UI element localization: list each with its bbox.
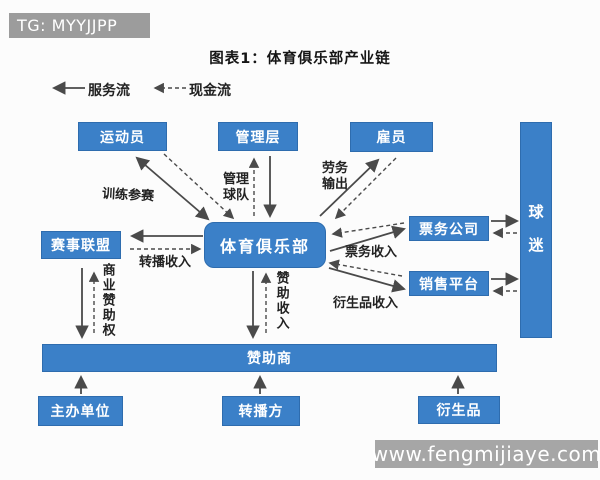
label-training-compete: 训练参赛: [101, 186, 155, 205]
edge-employee-club-cash: [334, 157, 397, 220]
site-watermark: www.fengmijiaye.com: [371, 440, 600, 468]
tg-badge: TG: MYYJJPP: [9, 13, 150, 38]
edge-club-ticketing-service: [329, 225, 406, 252]
label-manage-team: 管理球队: [222, 172, 249, 203]
label-broadcast-income: 转播收入: [139, 255, 192, 270]
node-sales-platform: 销售平台: [409, 271, 489, 296]
label-derivative-income: 衍生品收入: [333, 296, 399, 311]
node-club: 体育俱乐部: [204, 222, 326, 268]
node-management: 管理层: [218, 122, 298, 151]
label-commercial-sponsor-rights: 商业赞助权: [99, 263, 115, 338]
node-sponsor: 赞助商: [42, 344, 497, 372]
node-fans: 球迷: [520, 122, 552, 338]
label-ticket-income: 票务收入: [345, 245, 398, 260]
legend-cash-flow-label: 现金流: [189, 83, 231, 99]
label-sponsor-income: 赞助收入: [273, 271, 289, 331]
edge-ticketing-club-cash: [331, 222, 405, 238]
edge-club-employee-service: [319, 158, 380, 217]
node-ticketing: 票务公司: [409, 216, 489, 241]
node-derivatives: 衍生品: [418, 396, 500, 424]
legend-service-flow-label: 服务流: [88, 83, 130, 99]
edge-athlete-club-service: [135, 156, 210, 221]
node-league: 赛事联盟: [41, 231, 121, 259]
edge-sales-club-cash: [328, 259, 403, 277]
label-labor-export: 劳务输出: [321, 161, 348, 192]
edge-club-sales-service: [328, 267, 406, 293]
node-employee: 雇员: [350, 122, 433, 152]
chart-title: 图表1：体育俱乐部产业链: [209, 51, 391, 67]
node-organizer: 主办单位: [38, 396, 123, 426]
edge-athlete-club-cash: [163, 153, 235, 220]
node-broadcaster: 转播方: [222, 396, 300, 426]
node-athlete: 运动员: [78, 122, 167, 151]
